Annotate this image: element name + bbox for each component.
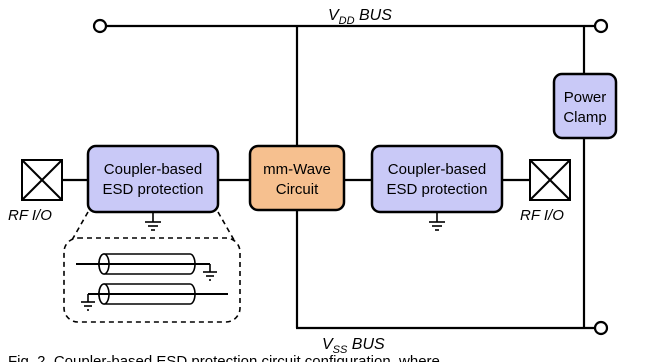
zoom-callout-line-right <box>217 211 235 241</box>
esd-right-label-line1: Coupler-based <box>388 161 486 178</box>
esd-left-label-line2: ESD protection <box>103 181 204 198</box>
coupled-line-top <box>76 253 217 281</box>
rf-pad-left-icon <box>21 159 63 201</box>
vdd-bus-label: VDD BUS <box>328 7 392 27</box>
rfio-right-label: RF I/O <box>520 207 564 224</box>
vdd-left-terminal <box>92 18 108 34</box>
vdd-right-terminal <box>593 18 609 34</box>
esd-left-label-line1: Coupler-based <box>104 161 202 178</box>
mmwave-label-line2: Circuit <box>276 181 319 198</box>
zoom-callout-line-left <box>71 211 89 241</box>
mmwave-circuit-block: mm-Wave Circuit <box>248 144 346 212</box>
vss-bus-label: VSS BUS <box>322 336 385 356</box>
ground-icon-esd-right <box>429 212 445 231</box>
mmwave-label-line1: mm-Wave <box>263 161 331 178</box>
coupler-detail-box <box>63 237 241 323</box>
esd-protection-block-left: Coupler-based ESD protection <box>86 144 220 214</box>
figure-caption: Fig. 2. Coupler-based ESD protection cir… <box>8 353 440 362</box>
esd-right-label-line2: ESD protection <box>387 181 488 198</box>
power-clamp-block: Power Clamp <box>552 72 618 140</box>
rfio-left-label: RF I/O <box>8 207 52 224</box>
ground-icon-esd-left <box>145 212 161 231</box>
coupled-line-bottom <box>81 283 228 311</box>
power-clamp-label-line2: Clamp <box>563 109 606 126</box>
power-clamp-label-line1: Power <box>564 89 607 106</box>
esd-protection-block-right: Coupler-based ESD protection <box>370 144 504 214</box>
rf-pad-right-icon <box>529 159 571 201</box>
vss-right-terminal <box>593 320 609 336</box>
